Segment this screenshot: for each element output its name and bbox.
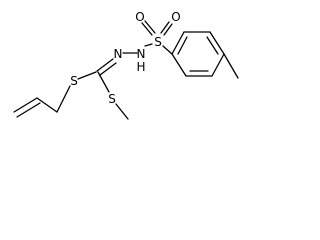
bond-c-to-n-imine-double-b [99, 62, 117, 76]
atom-s-sulfonyl: S [154, 35, 162, 49]
atom-s-allyl: S [70, 74, 78, 88]
bond-ch2-to-s-allyl [56, 85, 71, 113]
bond-s-allyl-to-c [77, 71, 97, 80]
bond-s-o-right-a [160, 21, 170, 34]
bond-ring-to-methyl [223, 53, 239, 79]
bond-vinyl-to-ch2 [36, 97, 58, 113]
ring-bond-6 [171, 31, 185, 55]
bond-vinyl-terminal-double [13, 97, 38, 113]
bond-s-o-right-b [163, 23, 173, 36]
bond-n-to-s-sulfonyl [144, 43, 153, 47]
atom-labels: S S N N H S O O [70, 10, 181, 106]
molecule-drawing: S S N N H S O O [13, 10, 239, 120]
bond-lines [13, 20, 239, 120]
ring-bond-1 [171, 53, 187, 77]
bond-vinyl-terminal-double-inner [16, 102, 41, 118]
bond-c-to-n-imine-double-a [96, 58, 114, 72]
atom-h-amide: H [136, 60, 145, 74]
atom-o-right: O [171, 10, 180, 24]
atom-s-methyl: S [108, 92, 116, 106]
bond-s-o-left-a [141, 22, 153, 36]
atom-n-amide: N [137, 47, 146, 61]
bond-s-methyl-to-ch3 [115, 103, 129, 120]
ring-bond-4 [209, 31, 225, 55]
bond-s-o-left-b [144, 20, 156, 34]
atom-n-imine: N [114, 47, 123, 61]
ring-double-inner-3 [177, 36, 188, 55]
ring-double-inner-2 [206, 36, 219, 55]
structure-canvas: S S N N H S O O [0, 0, 249, 137]
bond-s-to-ring [162, 45, 173, 55]
ring-bond-3 [211, 53, 225, 77]
atom-o-left: O [135, 10, 144, 24]
